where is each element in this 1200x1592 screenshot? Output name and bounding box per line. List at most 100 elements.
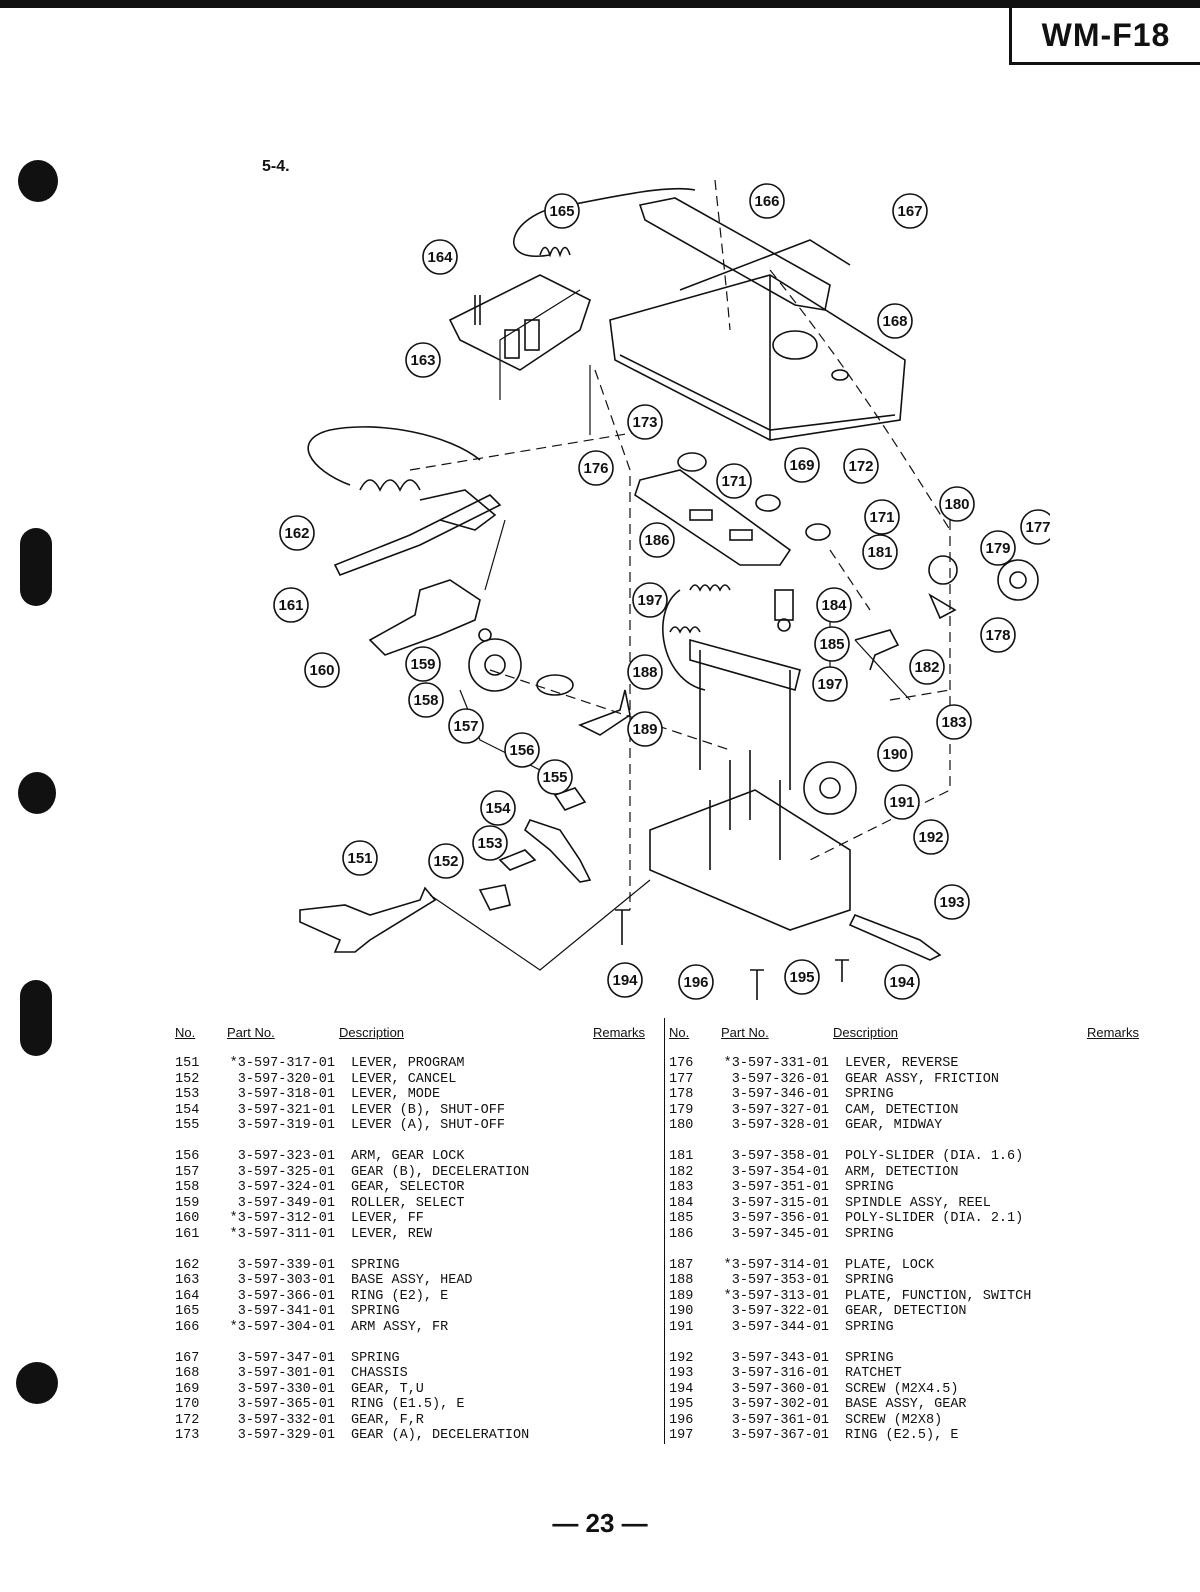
part-description: SPINDLE ASSY, REEL <box>845 1195 991 1211</box>
header-no: No. <box>175 1024 196 1040</box>
part-number: 3-597-358-01 <box>731 1149 829 1164</box>
part-number-index: 156 <box>175 1149 200 1164</box>
part-number: 3-597-344-01 <box>731 1319 829 1335</box>
part-number: 3-597-330-01 <box>237 1381 335 1397</box>
part-number: 3-597-322-01 <box>731 1304 829 1319</box>
header-remarks: Remarks <box>592 1024 645 1040</box>
binder-hole <box>18 772 56 814</box>
callout-194: 194 <box>607 962 643 998</box>
svg-text:186: 186 <box>644 532 669 549</box>
part-description: PLATE, FUNCTION, SWITCH <box>845 1288 1032 1304</box>
spring-188 <box>669 626 701 634</box>
part-description: SCREW (M2X8) <box>845 1412 943 1428</box>
table-header: No. Part No. Description Remarks <box>175 1018 645 1040</box>
part-description: ARM, DETECTION <box>845 1164 959 1180</box>
gear-a-173 <box>677 452 707 472</box>
part-number: 3-597-356-01 <box>731 1211 829 1226</box>
svg-text:160: 160 <box>309 662 334 679</box>
svg-text:158: 158 <box>413 692 438 709</box>
part-number-index: 154 <box>175 1102 200 1118</box>
header-no: No. <box>669 1024 690 1040</box>
svg-text:176: 176 <box>583 460 608 477</box>
svg-text:180: 180 <box>944 496 969 513</box>
svg-text:169: 169 <box>789 457 814 474</box>
callout-157: 157 <box>448 708 484 744</box>
callout-196: 196 <box>678 964 714 1000</box>
callout-177: 177 <box>1020 509 1050 545</box>
callout-178: 178 <box>980 617 1016 653</box>
top-rule <box>0 0 1200 8</box>
header-part-no: Part No. <box>227 1024 275 1040</box>
part-number-index: 173 <box>175 1428 200 1443</box>
part-number-index: 153 <box>175 1087 200 1102</box>
callout-172: 172 <box>843 448 879 484</box>
part-number: 3-597-327-01 <box>731 1102 829 1118</box>
part-description: SPRING <box>845 1273 894 1288</box>
part-description: GEAR, SELECTOR <box>351 1180 465 1195</box>
svg-text:194: 194 <box>612 972 638 989</box>
part-number-index: 195 <box>669 1397 694 1412</box>
svg-text:164: 164 <box>427 249 453 266</box>
svg-text:189: 189 <box>632 721 657 738</box>
part-description: SPRING <box>351 1257 400 1273</box>
gear-midway-180 <box>928 555 958 585</box>
callout-197: 197 <box>632 582 668 618</box>
cam-detection-179 <box>928 593 957 620</box>
lever-mode-153 <box>498 849 537 871</box>
part-number-index: 182 <box>669 1164 694 1180</box>
page-number: — 23 — <box>552 1508 648 1538</box>
header-description: Description <box>833 1024 899 1040</box>
gear-detection-190 <box>803 761 857 815</box>
part-number-index: 185 <box>669 1211 694 1226</box>
svg-text:179: 179 <box>985 540 1010 557</box>
part-description: LEVER (A), SHUT-OFF <box>351 1118 505 1133</box>
lever-reverse-176 <box>634 469 792 566</box>
part-number: 3-597-323-01 <box>237 1149 335 1164</box>
part-description: SPRING <box>845 1350 894 1366</box>
gear-172 <box>805 523 831 541</box>
part-number: *3-597-331-01 <box>723 1056 829 1071</box>
part-number-index: 152 <box>175 1071 200 1087</box>
part-number: *3-597-314-01 <box>723 1257 829 1273</box>
svg-text:192: 192 <box>918 829 943 846</box>
part-number-index: 169 <box>175 1381 200 1397</box>
callout-188: 188 <box>627 654 663 690</box>
part-number: 3-597-345-01 <box>731 1226 829 1242</box>
part-description: CHASSIS <box>351 1366 408 1381</box>
callout-191: 191 <box>884 784 920 820</box>
part-description: LEVER (B), SHUT-OFF <box>351 1102 505 1118</box>
svg-text:166: 166 <box>754 193 779 210</box>
callout-164: 164 <box>422 239 458 275</box>
svg-text:157: 157 <box>453 718 478 735</box>
callout-182: 182 <box>909 649 945 685</box>
header-remarks: Remarks <box>1086 1024 1139 1040</box>
part-description: POLY-SLIDER (DIA. 1.6) <box>845 1149 1024 1164</box>
svg-text:190: 190 <box>882 746 907 763</box>
svg-text:185: 185 <box>819 636 844 653</box>
part-number-index: 170 <box>175 1397 200 1412</box>
part-number: 3-597-332-01 <box>237 1412 335 1428</box>
part-number-index: 163 <box>175 1273 200 1288</box>
callout-190: 190 <box>877 736 913 772</box>
part-description: SPRING <box>351 1350 400 1366</box>
part-number: *3-597-312-01 <box>229 1211 335 1226</box>
callout-153: 153 <box>472 825 508 861</box>
part-description: LEVER, CANCEL <box>351 1071 457 1087</box>
svg-text:181: 181 <box>867 544 892 561</box>
part-number-index: 193 <box>669 1366 694 1381</box>
svg-text:156: 156 <box>509 742 534 759</box>
part-number-index: 196 <box>669 1412 694 1428</box>
gear-157 <box>536 674 574 696</box>
